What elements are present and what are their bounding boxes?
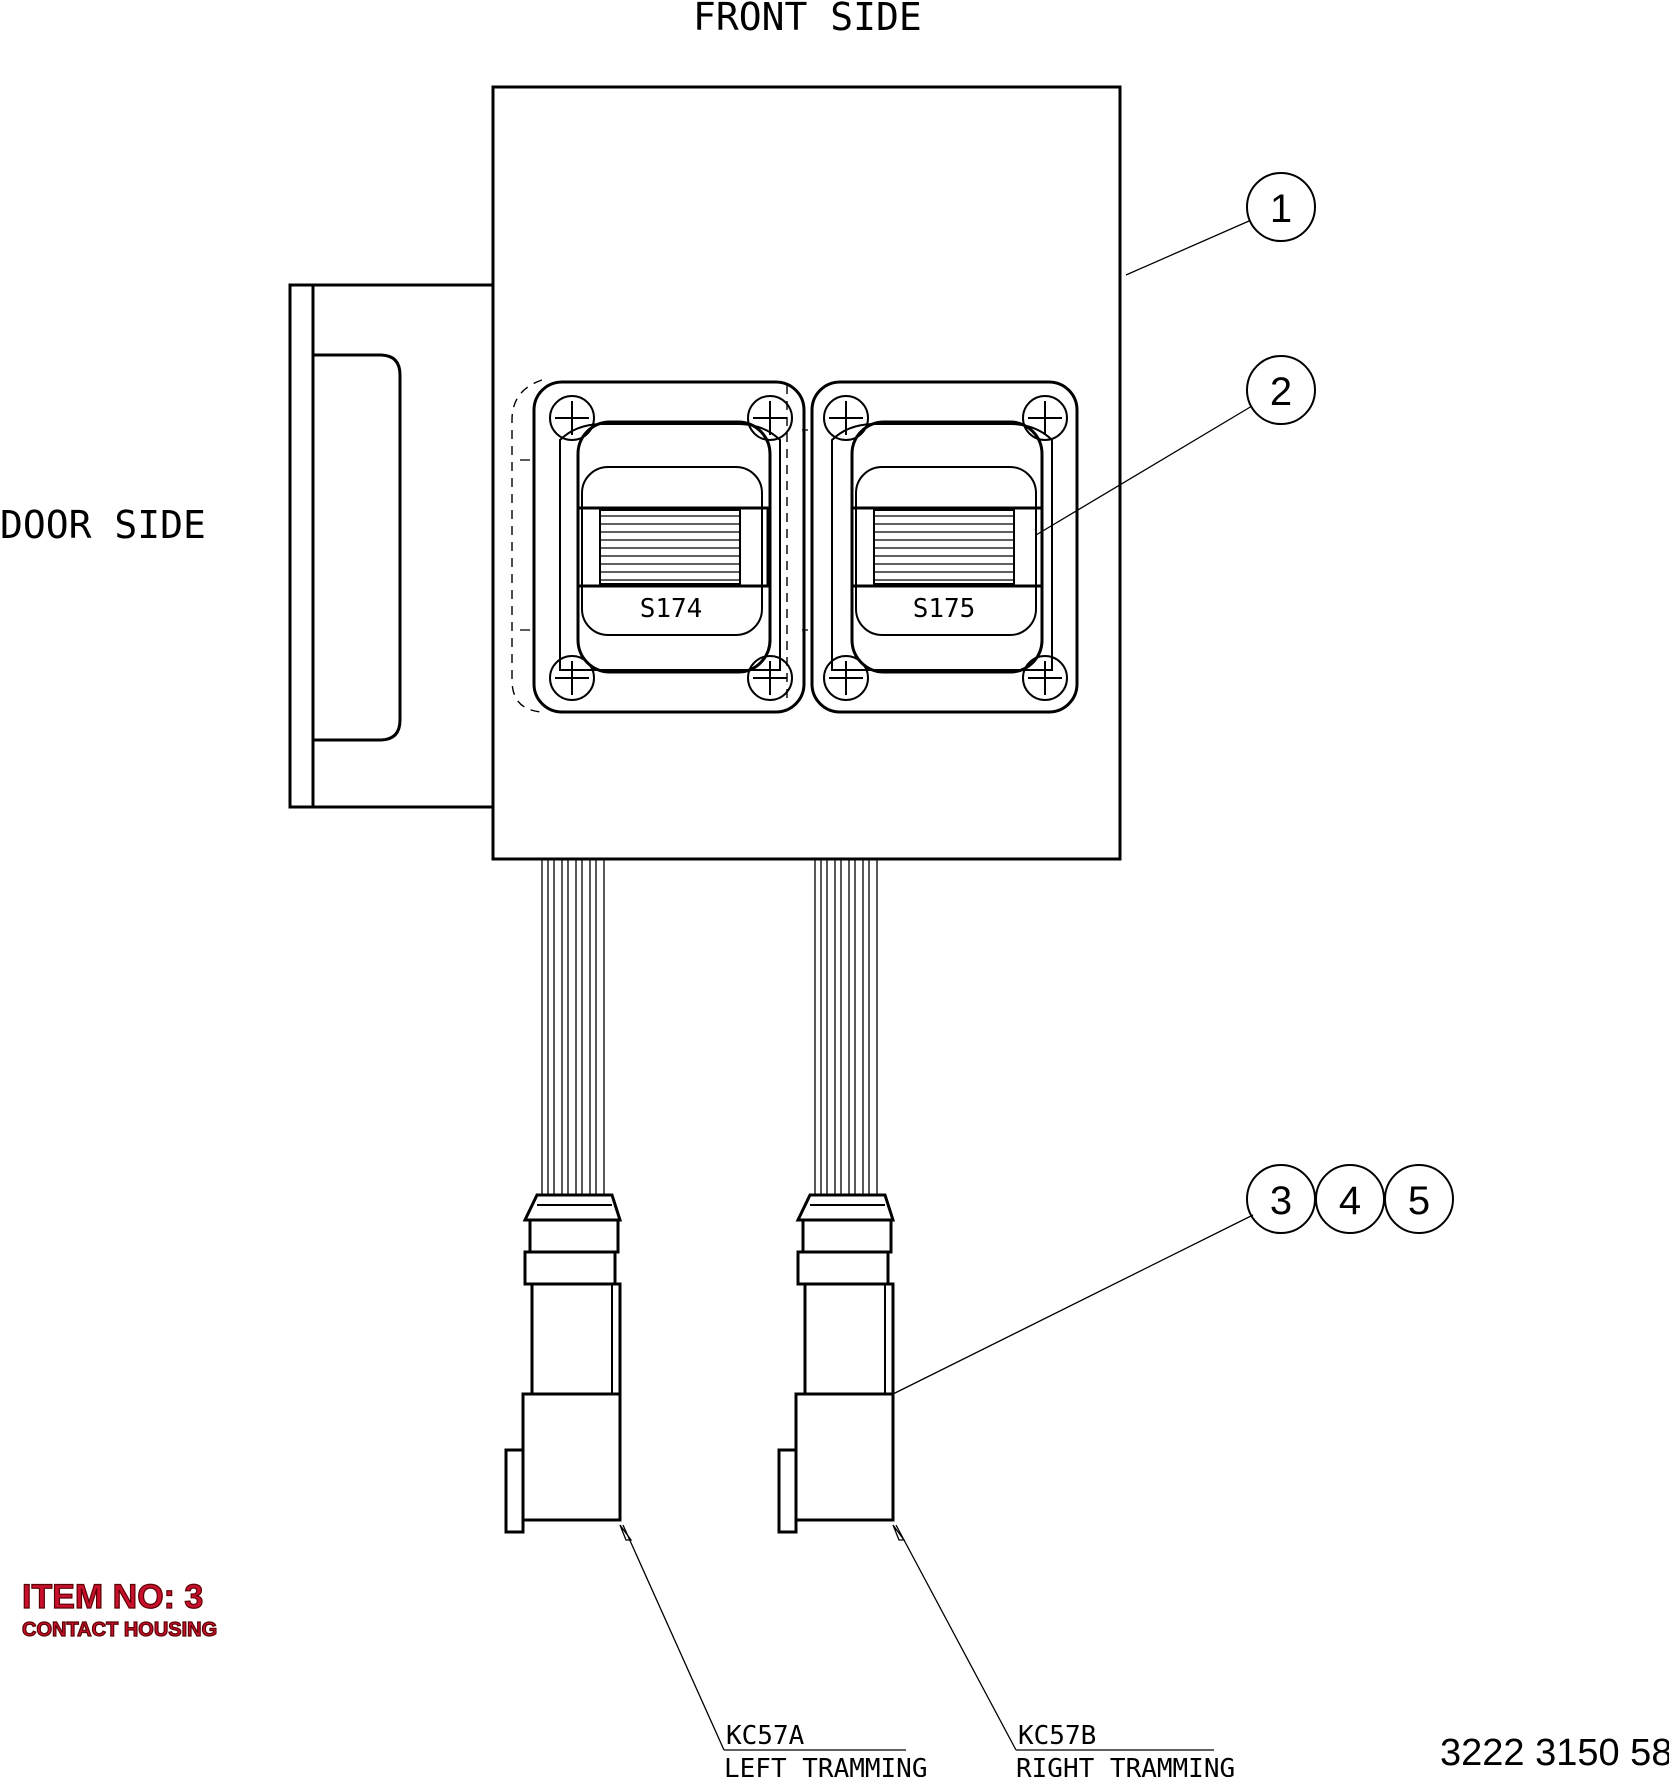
switch-label-s174: S174	[640, 594, 703, 624]
connector-code-kc57b: KC57B	[1018, 1721, 1096, 1751]
svg-text:2: 2	[1270, 370, 1292, 414]
cable-bundle-left	[541, 859, 605, 1195]
connector-right	[777, 1193, 896, 1534]
switch-housing	[491, 85, 1122, 861]
item-number-subtitle: CONTACT HOUSING	[22, 1619, 217, 1641]
door-bracket	[288, 283, 495, 809]
switch-module-left: S174	[511, 379, 806, 714]
svg-text:1: 1	[1270, 187, 1292, 231]
switch-module-right: S175	[802, 380, 1079, 714]
front-side-label: FRONT SIDE	[693, 0, 922, 39]
svg-text:3: 3	[1270, 1179, 1292, 1223]
svg-text:4: 4	[1339, 1179, 1361, 1223]
door-side-label: DOOR SIDE	[0, 503, 206, 547]
callout-right-tramming: KC57B RIGHT TRAMMING	[892, 1524, 1235, 1777]
connector-left	[504, 1193, 623, 1534]
connector-code-kc57a: KC57A	[726, 1721, 805, 1751]
item-number-title: ITEM NO: 3	[22, 1578, 203, 1616]
connector-name-left-tramming: LEFT TRAMMING	[724, 1754, 928, 1777]
callout-left-tramming: KC57A LEFT TRAMMING	[619, 1524, 928, 1777]
svg-text:5: 5	[1408, 1179, 1430, 1223]
balloon-1: 1	[1125, 172, 1316, 276]
part-number: 3222 3150 58	[1440, 1732, 1669, 1774]
balloon-3-4-5: 3 4 5	[892, 1164, 1454, 1395]
cable-bundle-right	[814, 859, 878, 1195]
balloon-2: 2	[1035, 355, 1316, 536]
switch-label-s175: S175	[913, 594, 976, 624]
connector-name-right-tramming: RIGHT TRAMMING	[1016, 1754, 1235, 1777]
